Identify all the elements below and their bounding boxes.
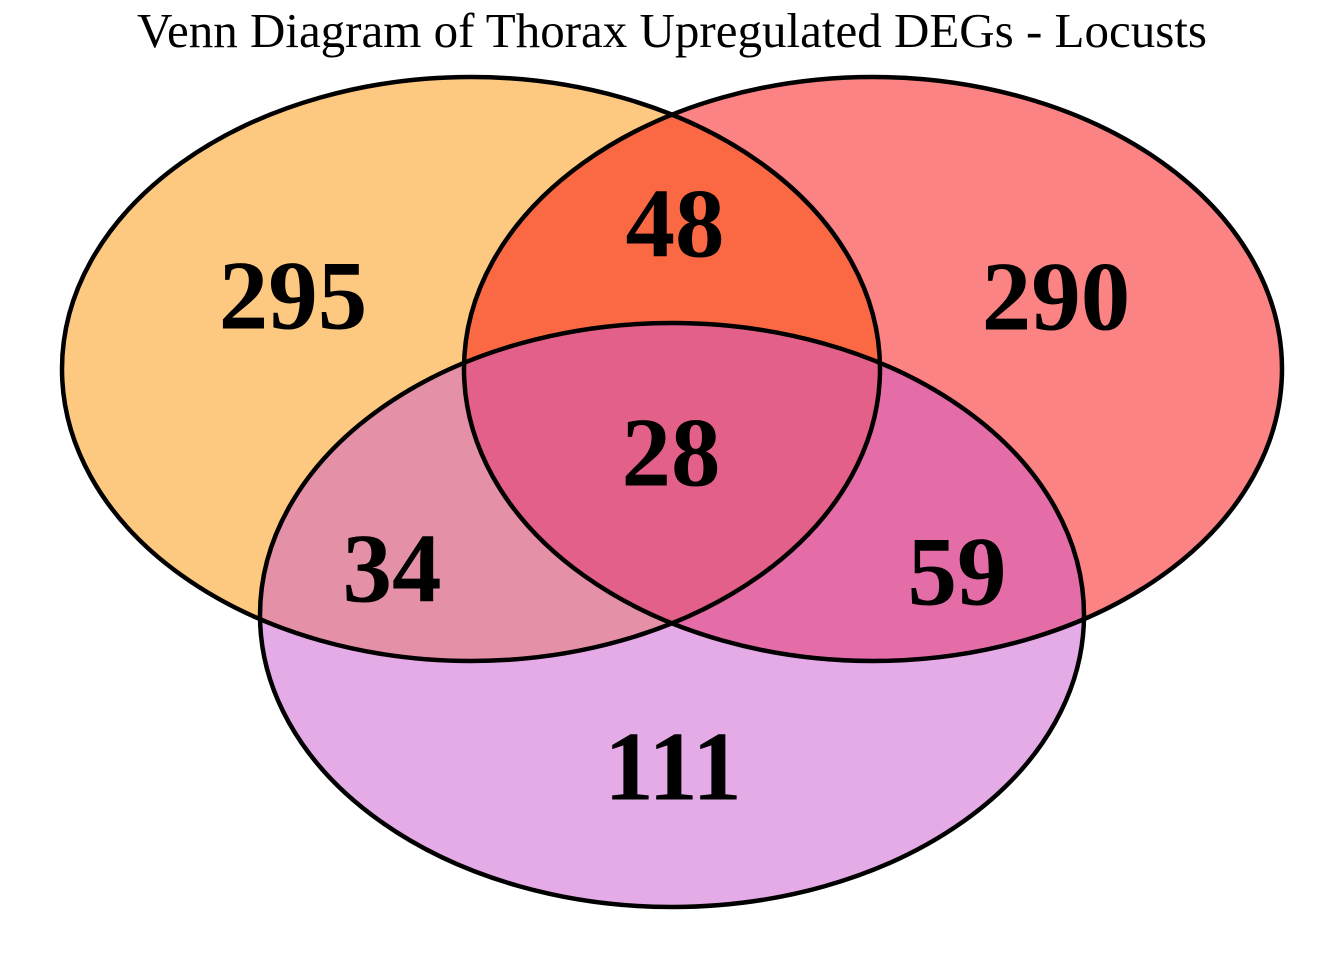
- count-top-left-only: 295: [219, 242, 368, 351]
- count-top-right-bottom-overlap: 59: [908, 518, 1007, 627]
- count-top-right-only: 290: [982, 243, 1131, 352]
- chart-title: Venn Diagram of Thorax Upregulated DEGs …: [137, 3, 1207, 58]
- set-top-right-ellipse-outline: [461, 74, 1285, 664]
- set-top-left-ellipse-outline: [59, 74, 883, 664]
- count-top-left-bottom-overlap: 34: [343, 515, 442, 624]
- count-all-three-overlap: 28: [622, 399, 721, 508]
- count-top-left-top-right-overlap: 48: [626, 170, 725, 279]
- set-bottom-ellipse-outline: [257, 320, 1087, 910]
- set-bottom-ellipse-fill: [260, 323, 1084, 907]
- count-bottom-only: 111: [604, 713, 742, 822]
